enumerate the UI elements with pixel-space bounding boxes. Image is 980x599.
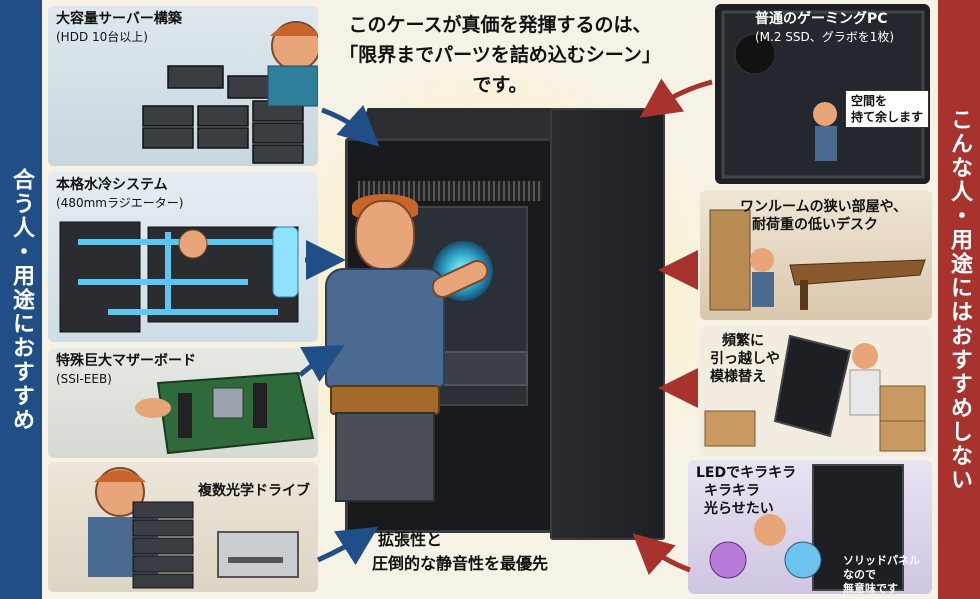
right-panel-gaming: 普通のゲーミングPC (M.2 SSD、グラボを1枚) 空間を 持て余します bbox=[715, 4, 930, 184]
arrow-right-4 bbox=[632, 533, 691, 575]
right-panel-1-sub: (M.2 SSD、グラボを1枚) bbox=[755, 30, 895, 44]
right-panel-room: ワンルームの狭い部屋や、 耐荷重の低いデスク bbox=[700, 190, 932, 320]
right-panel-3-sub: 引っ越しや 模様替え bbox=[710, 351, 780, 385]
left-panel-2-sub: (480mmラジエーター) bbox=[56, 196, 184, 210]
arrow-right-1 bbox=[639, 78, 713, 118]
tower-front-panel bbox=[550, 108, 665, 540]
left-panel-4-label: 複数光学ドライブ bbox=[198, 482, 310, 500]
left-panel-3-label: 特殊巨大マザーボード (SSI-EEB) bbox=[56, 352, 196, 388]
right-panel-led: LEDでキラキラ キラキラ 光らせたい ソリッドパネルなので 無意味です bbox=[688, 460, 932, 594]
headline: このケースが真価を発揮するのは、 「限界までパーツを詰め込むシーン」です。 bbox=[330, 10, 670, 100]
right-panel-1-label: 普通のゲーミングPC (M.2 SSD、グラボを1枚) bbox=[755, 10, 894, 46]
motherboard-illustration bbox=[135, 371, 315, 455]
right-panel-moving: 頻繁に 引っ越しや 模様替え bbox=[700, 326, 932, 456]
headline-line1: このケースが真価を発揮するのは、 bbox=[348, 14, 652, 36]
arrow-left-1 bbox=[321, 105, 380, 147]
led-fan-illustration bbox=[709, 464, 904, 591]
headline-line2: 「限界までパーツを詰め込むシーン」です。 bbox=[339, 44, 661, 96]
moving-boxes-illustration bbox=[704, 334, 926, 452]
left-panel-watercooling: 本格水冷システム (480mmラジエーター) bbox=[48, 172, 318, 342]
left-panel-motherboard: 特殊巨大マザーボード (SSI-EEB) bbox=[48, 348, 318, 458]
right-panel-1-bubble: 空間を 持て余します bbox=[845, 90, 930, 128]
broken-desk-illustration bbox=[709, 209, 926, 311]
arrow-left-3 bbox=[298, 345, 345, 383]
left-panel-2-label: 本格水冷システム (480mmラジエーター) bbox=[56, 176, 183, 212]
left-sidebar-banner: 合う人・用途におすすめ bbox=[0, 0, 42, 599]
center-tagline: 拡張性と 圧倒的な静音性を最優先 bbox=[372, 528, 548, 576]
tagline-line1: 拡張性と bbox=[378, 530, 443, 549]
right-panel-4-title: LEDでキラキラ bbox=[696, 465, 797, 481]
arrow-left-4 bbox=[316, 526, 379, 566]
left-panel-3-title: 特殊巨大マザーボード bbox=[56, 353, 196, 369]
right-sidebar-banner: こんな人・用途にはおすすめしない bbox=[938, 0, 980, 599]
tagline-line2: 圧倒的な静音性を最優先 bbox=[372, 554, 549, 573]
right-panel-3-title: 頻繁に bbox=[722, 333, 764, 349]
right-panel-4-note: ソリッドパネルなので 無意味です bbox=[843, 554, 920, 594]
left-panel-server: 大容量サーバー構築 (HDD 10台以上) bbox=[48, 6, 318, 166]
builder-tool-belt bbox=[330, 385, 440, 415]
right-sidebar-label: こんな人・用途にはおすすめしない bbox=[947, 107, 972, 492]
hdd-stack-illustration bbox=[142, 21, 318, 164]
radiator-illustration bbox=[59, 221, 299, 333]
right-panel-2-sub: 耐荷重の低いデスク bbox=[752, 217, 878, 233]
left-panel-3-sub: (SSI-EEB) bbox=[56, 372, 112, 386]
right-panel-2-label: ワンルームの狭い部屋や、 耐荷重の低いデスク bbox=[740, 198, 907, 234]
builder-legs bbox=[335, 412, 435, 502]
builder-head bbox=[355, 200, 415, 270]
left-sidebar-label: 合う人・用途におすすめ bbox=[9, 167, 34, 432]
right-panel-4-sub: キラキラ 光らせたい bbox=[704, 483, 774, 517]
left-panel-2-title: 本格水冷システム bbox=[56, 177, 168, 193]
left-panel-1-label: 大容量サーバー構築 (HDD 10台以上) bbox=[56, 10, 182, 46]
optical-drive-illustration bbox=[88, 467, 299, 589]
left-panel-1-sub: (HDD 10台以上) bbox=[56, 30, 148, 44]
left-panel-1-title: 大容量サーバー構築 bbox=[56, 11, 182, 27]
right-panel-2-title: ワンルームの狭い部屋や、 bbox=[740, 199, 908, 215]
right-panel-4-label: LEDでキラキラ キラキラ 光らせたい bbox=[696, 464, 796, 518]
pc-tower-case bbox=[345, 108, 665, 540]
left-panel-4-title: 複数光学ドライブ bbox=[198, 483, 310, 499]
left-panel-optical: 複数光学ドライブ bbox=[48, 462, 318, 592]
right-panel-1-title: 普通のゲーミングPC bbox=[755, 11, 888, 27]
right-panel-3-label: 頻繁に 引っ越しや 模様替え bbox=[710, 332, 780, 386]
